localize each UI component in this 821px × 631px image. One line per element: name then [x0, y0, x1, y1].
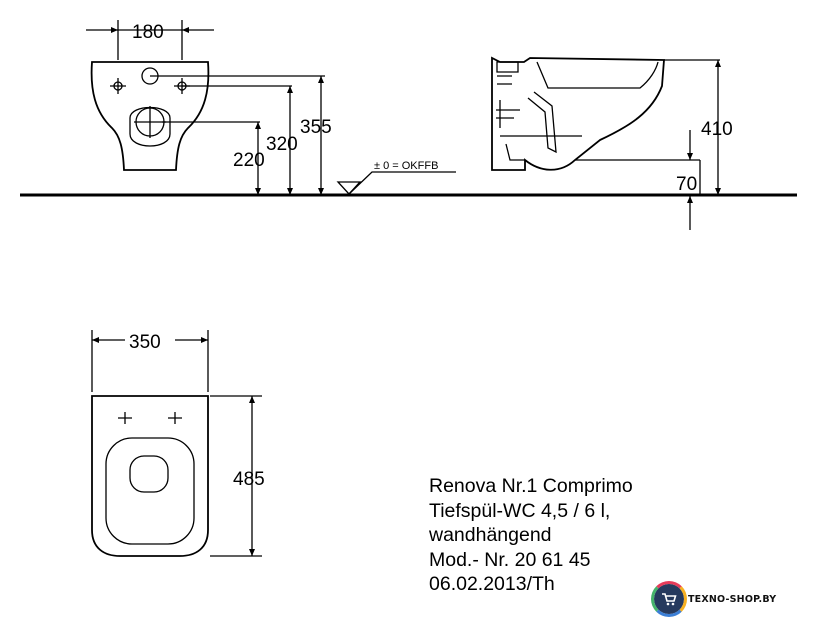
caption-line-3: wandhängend [429, 524, 552, 546]
front-view [86, 20, 325, 195]
dim-side-height: 410 [701, 119, 733, 140]
top-view [91, 330, 262, 557]
brand-watermark: TEXNO-SHOP.BY [651, 580, 777, 618]
caption-line-4: Mod.- Nr. 20 61 45 [429, 548, 591, 571]
dim-height-220: 220 [233, 150, 265, 171]
brand-name: TEXNO-SHOP.BY [688, 593, 777, 605]
caption-line-5: 06.02.2013/Th [429, 573, 555, 595]
dim-height-320: 320 [266, 134, 298, 155]
floor-reference-label: ± 0 = OKFFB [374, 160, 438, 172]
caption-line-2: Tiefspül-WC 4,5 / 6 l, [429, 499, 611, 522]
shopping-cart-icon [651, 581, 687, 617]
side-view [491, 56, 721, 230]
dim-top-width: 350 [129, 332, 161, 353]
dim-top-depth: 485 [233, 469, 265, 490]
caption-line-1: Renova Nr.1 Comprimo [429, 475, 633, 497]
product-caption: Renova Nr.1 Comprimo Tiefspül-WC 4,5 / 6… [429, 474, 633, 597]
dim-height-355: 355 [300, 117, 332, 138]
floor-reference-symbol [336, 171, 456, 195]
dim-side-offset: 70 [676, 174, 697, 195]
dim-front-width: 180 [132, 22, 164, 43]
